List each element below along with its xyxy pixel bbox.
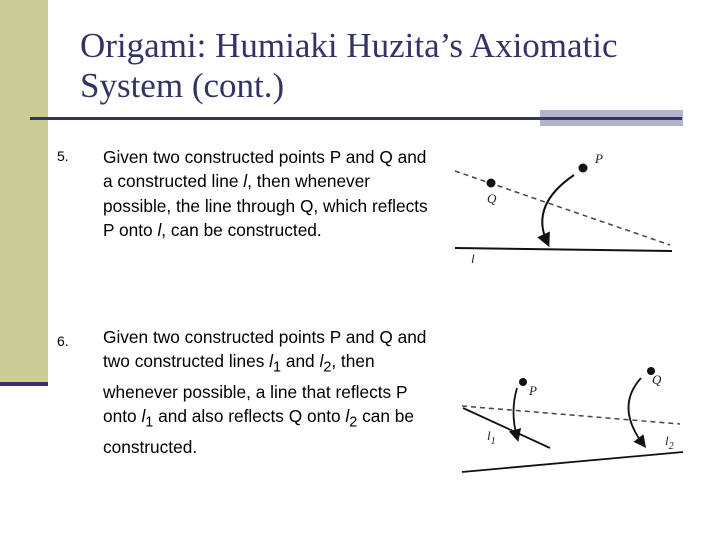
title-line-1: Origami: Humiaki Huzita’s Axiomatic — [80, 26, 618, 65]
fold-line — [461, 405, 681, 425]
item-number: 6. — [57, 333, 69, 349]
point-q — [486, 178, 496, 188]
point-q — [647, 367, 655, 375]
line-l — [454, 247, 673, 252]
title-line-2: System (cont.) — [80, 66, 285, 105]
label-q: Q — [652, 372, 662, 387]
title-rule — [30, 117, 682, 120]
item-text-5: Given two constructed points P and Q and… — [103, 147, 428, 240]
label-q: Q — [487, 191, 497, 206]
sidebar-rule — [0, 382, 48, 386]
slide-title: Origami: Humiaki Huzita’s Axiomatic Syst… — [80, 26, 700, 106]
label-l1: l1 — [487, 428, 496, 447]
item-number: 5. — [57, 148, 69, 164]
figure-axiom-6: P Q l1 l2 — [455, 362, 690, 477]
line-l1 — [462, 407, 551, 449]
label-l: l — [471, 251, 475, 266]
item-text-6: Given two constructed points P and Q and… — [103, 327, 427, 458]
label-p: P — [528, 383, 537, 398]
label-l2: l2 — [665, 433, 674, 452]
sidebar-band — [0, 0, 48, 382]
figure-axiom-5: P Q l — [450, 145, 680, 270]
reflection-arrow-p — [508, 387, 522, 442]
label-p: P — [594, 151, 603, 166]
reflection-arrow — [537, 174, 575, 248]
point-p — [519, 378, 527, 386]
reflection-arrow-q — [627, 377, 647, 449]
line-l2 — [461, 451, 684, 473]
point-p — [578, 163, 588, 173]
